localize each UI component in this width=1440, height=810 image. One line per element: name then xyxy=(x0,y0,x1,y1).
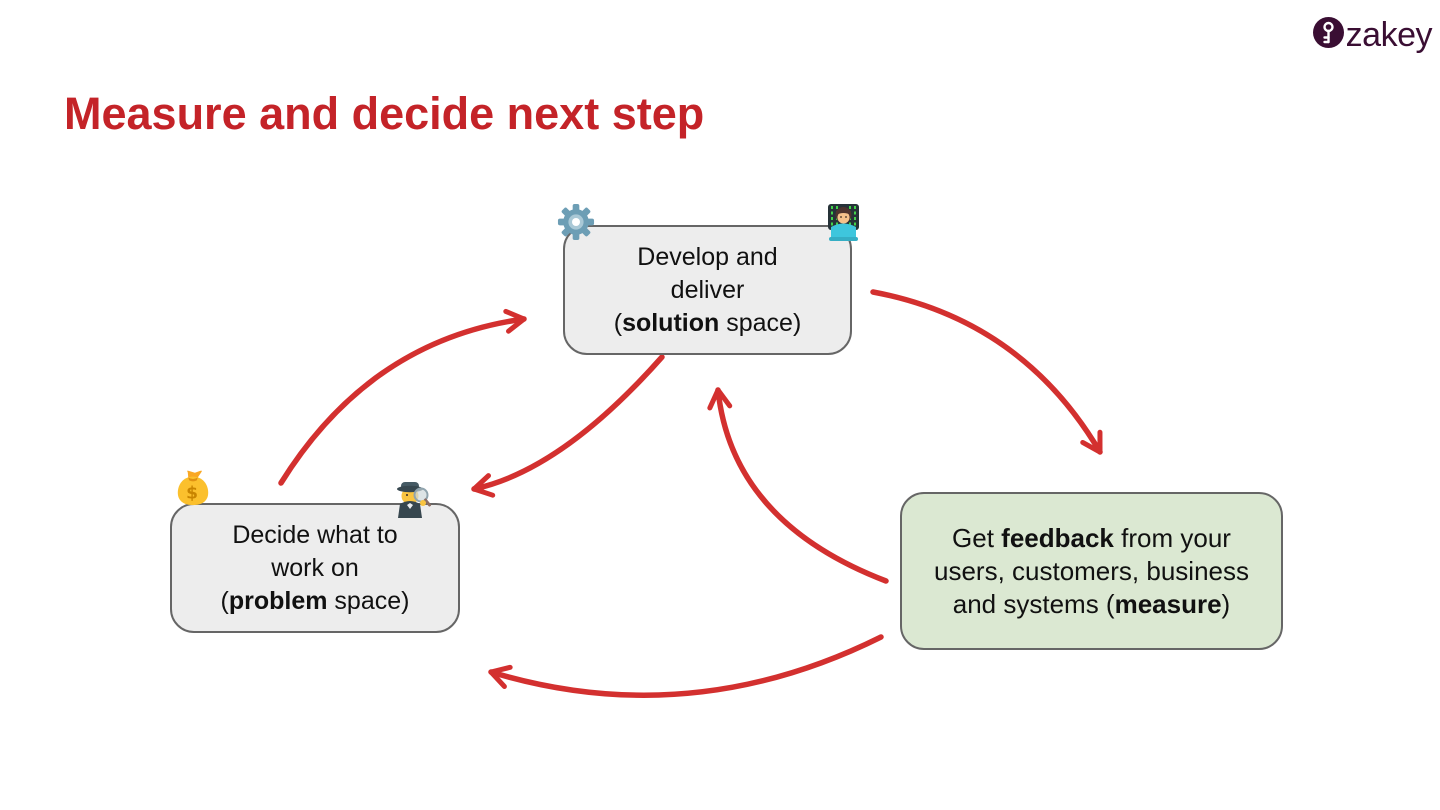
arrow-feedback-to-develop xyxy=(707,387,889,584)
arrow-develop-to-decide xyxy=(471,354,665,498)
node-line: work on xyxy=(221,552,410,585)
node-line: (problem space) xyxy=(221,585,410,618)
text-segment: space) xyxy=(719,308,802,337)
woman-technologist-icon xyxy=(823,203,863,243)
node-line: users, customers, business xyxy=(934,555,1249,588)
text-segment: Decide what to xyxy=(232,520,398,549)
node-feedback: Get feedback from your users, customers,… xyxy=(900,492,1283,650)
text-segment: from your xyxy=(1113,522,1231,553)
arrow-decide-to-develop xyxy=(278,308,527,486)
node-line: (solution space) xyxy=(614,307,802,340)
detective-icon xyxy=(392,478,434,520)
node-line: and systems (measure) xyxy=(934,588,1249,621)
text-segment-bold: problem xyxy=(228,586,328,615)
arrow-develop-to-feedback xyxy=(870,289,1103,455)
page-title: Measure and decide next step xyxy=(64,88,705,139)
gear-icon xyxy=(557,203,595,241)
text-segment: Get xyxy=(952,522,1002,553)
node-line: Decide what to xyxy=(221,519,410,552)
node-decide-text: Decide what to work on (problem space) xyxy=(221,519,410,618)
logo-text: zakey xyxy=(1345,16,1433,54)
node-develop: Develop and deliver (solution space) xyxy=(557,203,859,355)
node-line: Get feedback from your xyxy=(934,522,1249,555)
svg-text:$: $ xyxy=(186,483,198,503)
logo: zakey xyxy=(1312,16,1433,54)
node-develop-text: Develop and deliver (solution space) xyxy=(614,241,802,340)
node-feedback-text: Get feedback from your users, customers,… xyxy=(934,522,1249,621)
text-segment: ( xyxy=(613,308,623,337)
text-segment: Develop and xyxy=(637,242,778,271)
node-line: Develop and xyxy=(614,241,802,274)
text-segment: deliver xyxy=(670,275,745,304)
text-segment: and systems ( xyxy=(952,588,1115,619)
text-segment: work on xyxy=(271,553,359,582)
text-segment: users, customers, business xyxy=(933,555,1249,586)
text-segment: space) xyxy=(327,586,410,615)
text-segment: ) xyxy=(1221,588,1231,619)
key-icon xyxy=(1312,17,1344,53)
text-segment: ( xyxy=(220,586,229,615)
text-segment-bold: feedback xyxy=(1001,522,1114,553)
node-decide: $ Decide what to work on (problem space) xyxy=(170,470,460,633)
node-line: deliver xyxy=(614,274,802,307)
arrow-feedback-to-decide xyxy=(488,634,884,698)
text-segment-bold: solution xyxy=(622,308,720,337)
money-bag-icon: $ xyxy=(174,469,212,507)
text-segment-bold: measure xyxy=(1114,588,1222,619)
